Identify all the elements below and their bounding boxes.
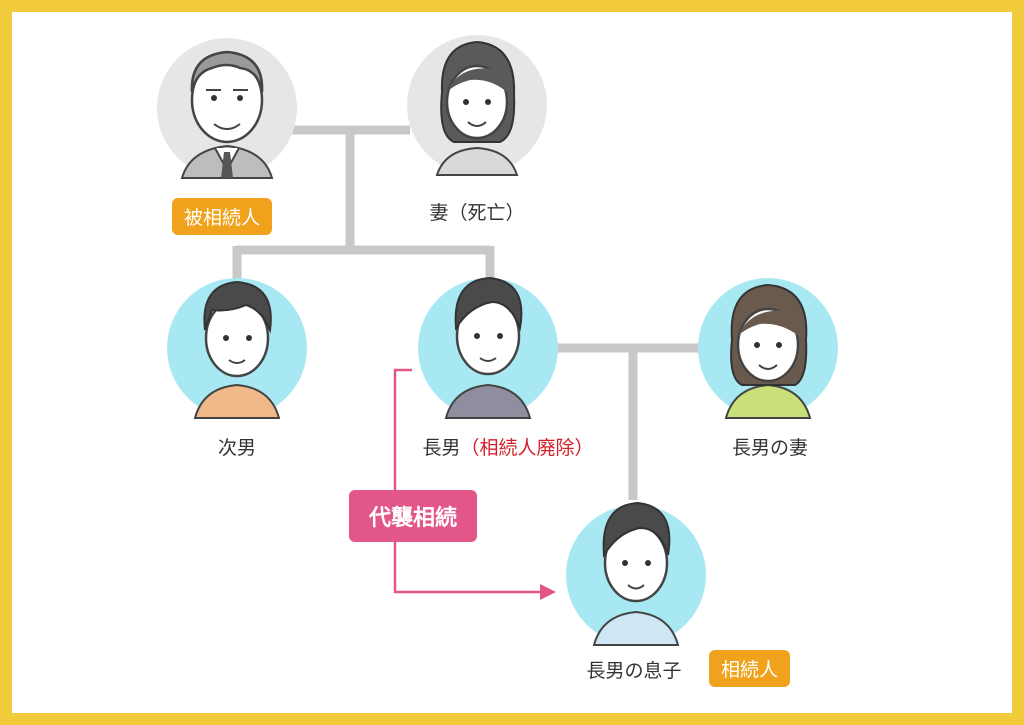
succession-badge: 代襲相続 (349, 490, 478, 542)
deceased-badge: 被相続人 (172, 198, 273, 235)
heir-badge: 相続人 (709, 650, 791, 687)
succession-arrow (393, 368, 556, 600)
avatar-eldest-son (418, 276, 558, 419)
avatar-second-son (167, 278, 307, 419)
grandson-label: 長男の息子 (586, 660, 682, 682)
second-son-label: 次男 (217, 437, 257, 459)
eldest-son-label-group: 長男（相続人廃除） (422, 433, 593, 460)
avatar-deceased (157, 38, 297, 179)
eldest-son-label: 長男 (422, 437, 461, 459)
eldest-son-wife-label: 長男の妻 (731, 437, 809, 459)
wife-label: 妻（死亡） (429, 202, 525, 224)
avatar-grandson (566, 501, 706, 646)
avatar-wife (407, 35, 547, 176)
avatar-eldest-son-wife (698, 278, 838, 419)
eldest-son-note: （相続人廃除） (460, 437, 594, 459)
